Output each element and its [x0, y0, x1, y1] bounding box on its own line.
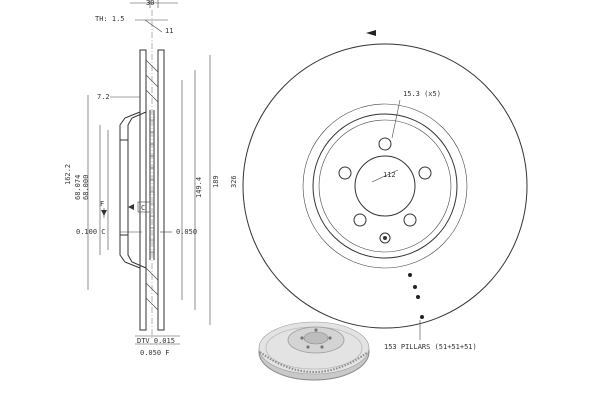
dim-68-000: 68.000: [82, 175, 90, 200]
datum-f-label: F: [100, 200, 104, 208]
cross-section-view: [87, 0, 211, 345]
tolerance-left: 0.100 C: [76, 228, 106, 236]
dim-189: 189: [212, 175, 220, 188]
dim-149-4: 149.4: [195, 177, 203, 198]
dim-326: 326: [230, 175, 238, 188]
tolerance-right: 0.050: [176, 228, 197, 236]
dtv-label: DTV 0.015: [137, 337, 175, 345]
holes-label: 15.3 (x5): [403, 90, 441, 98]
dim-68-074: 68.074: [74, 175, 82, 200]
dim-7-2: 7.2: [97, 93, 110, 101]
dim-30: 30: [146, 0, 154, 7]
datum-c-label: C: [141, 204, 145, 212]
bolt-holes: [338, 137, 432, 227]
vane-hatching: [145, 59, 159, 311]
dim-162-2: 162.2: [64, 164, 72, 185]
rotation-arrow-icon: [366, 30, 376, 36]
pcd-label: 112: [383, 171, 396, 179]
dim-11: 11: [165, 27, 173, 35]
flatness-label: 0.050 F: [140, 349, 170, 357]
front-face-view: [242, 30, 528, 340]
disc-photo: [258, 321, 370, 381]
pillars-label: 153 PILLARS (51+51+51): [384, 343, 477, 351]
dim-thickness: TH: 1.5: [95, 15, 125, 23]
